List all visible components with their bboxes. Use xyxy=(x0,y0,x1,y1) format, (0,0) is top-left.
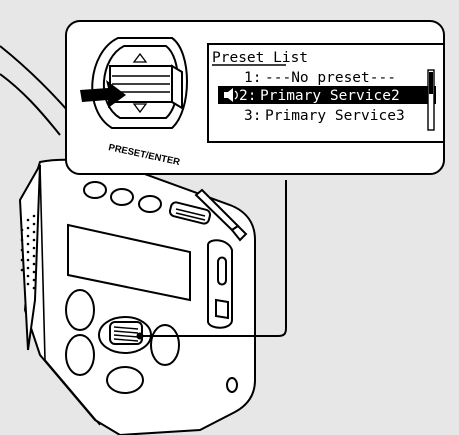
scrollbar-thumb[interactable] xyxy=(429,72,433,94)
lcd-screen: Preset List 1: ---No preset--- 2: Primar… xyxy=(207,43,445,143)
preset-label: ---No preset--- xyxy=(265,70,396,86)
screen-title: Preset List xyxy=(212,50,308,66)
device-preset-knob[interactable] xyxy=(98,316,152,354)
preset-knob[interactable] xyxy=(109,64,183,110)
radio-device xyxy=(18,158,256,435)
top-buttons xyxy=(83,181,162,213)
scrollbar[interactable] xyxy=(427,69,435,131)
antenna xyxy=(194,188,248,242)
arrow-right-icon xyxy=(80,80,126,108)
preset-list-item[interactable]: 3: Primary Service3 xyxy=(244,108,405,124)
callout-pointer-dot xyxy=(136,332,144,340)
top-slider xyxy=(168,201,212,225)
preset-list-item-selected[interactable]: 2: Primary Service2 xyxy=(218,86,436,104)
preset-list-item[interactable]: 1: ---No preset--- xyxy=(244,70,396,86)
speaker-grille xyxy=(20,214,36,290)
speaker-icon xyxy=(224,88,238,102)
down-arrow-icon xyxy=(132,103,148,114)
callout-connector xyxy=(138,180,287,337)
preset-label: Primary Service2 xyxy=(260,88,400,104)
preset-number: 3: xyxy=(244,108,261,124)
device-display xyxy=(67,223,191,302)
preset-label: Primary Service3 xyxy=(265,108,405,124)
up-arrow-icon xyxy=(132,52,148,63)
preset-number: 2: xyxy=(239,88,256,104)
side-panel xyxy=(207,239,238,393)
preset-number: 1: xyxy=(244,70,261,86)
